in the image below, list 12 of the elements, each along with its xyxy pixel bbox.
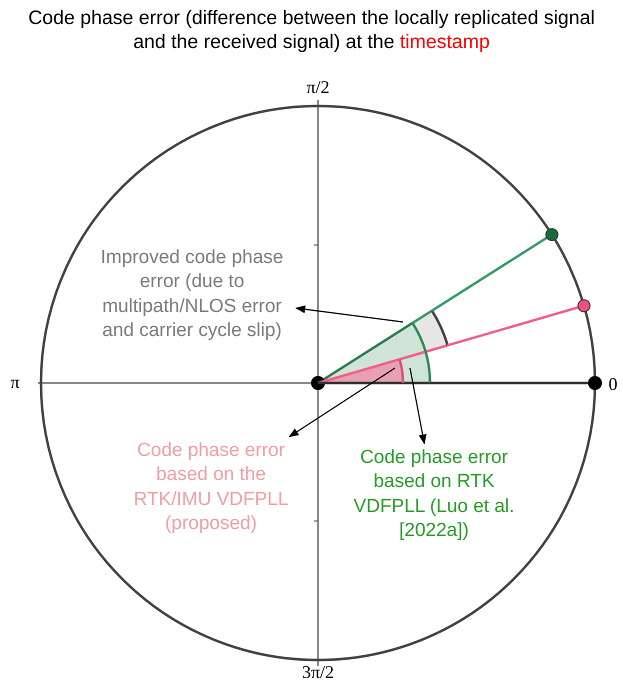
axis-label: π (9, 371, 21, 394)
annotation-text: Improved code phase error (due to multipath/NLOS error and carrier cycle slip) (92, 246, 292, 344)
leader-arrow (288, 368, 396, 438)
error-angle-sector (318, 358, 404, 384)
leader-arrow (295, 305, 404, 323)
axis-label: 3π/2 (300, 661, 336, 684)
annotation-text: Code phase error based on the RTK/IMU VDFPLL (proposed) (132, 439, 290, 536)
axis-label: π/2 (305, 76, 331, 99)
annotation-text: Code phase error based on RTK VDFPLL (Luo et al. [2022a]) (338, 446, 530, 544)
title: Code phase error (difference between the locally replicated signal and the received signal) at the timestamp (27, 6, 596, 55)
leader-arrow (409, 368, 427, 444)
axis-label: 0 (608, 373, 618, 396)
